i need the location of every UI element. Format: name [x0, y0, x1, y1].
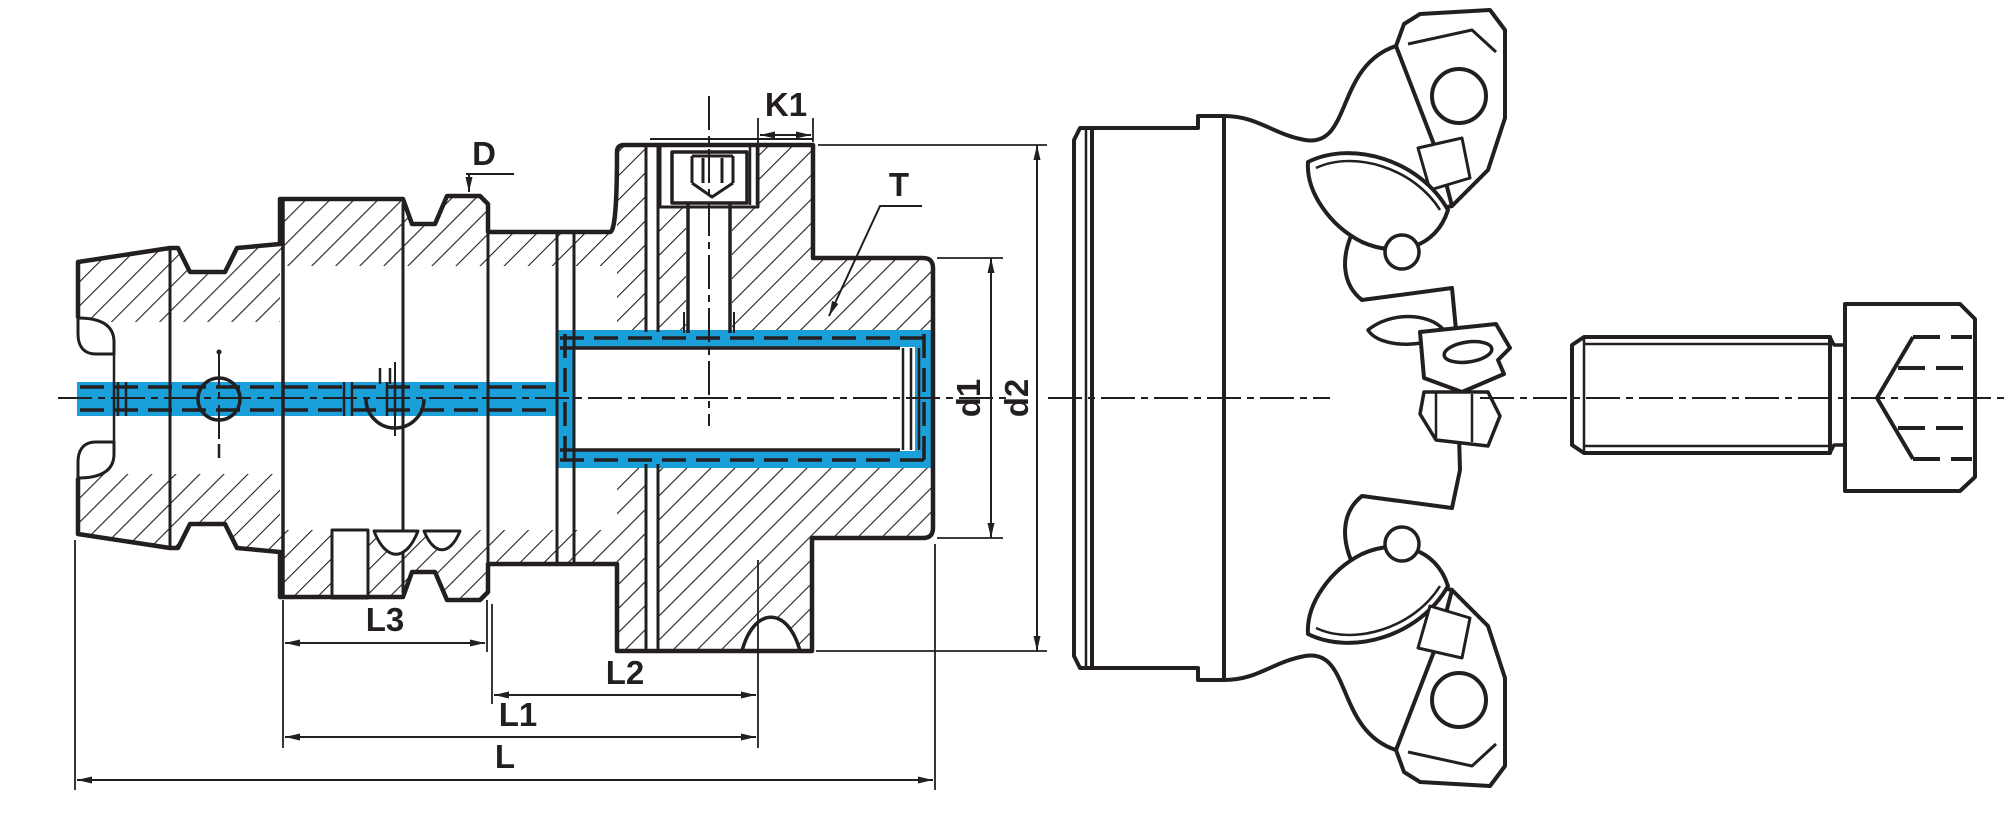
grip-groove-bottom — [76, 440, 116, 480]
dim-label-K1: K1 — [765, 86, 807, 123]
dim-label-D: D — [472, 135, 496, 172]
insert-screw-hole-top — [1430, 67, 1488, 125]
hex-socket-icon — [690, 154, 735, 199]
dim-label-L: L — [495, 738, 515, 775]
dim-label-L2: L2 — [606, 654, 645, 691]
arbor-outline — [75, 142, 936, 654]
insert-screw-hole-bottom — [1430, 671, 1488, 729]
grip-groove-top — [76, 316, 116, 356]
dim-label-T: T — [889, 166, 909, 203]
cutter-body — [1222, 34, 1462, 762]
dim-label-d2: d2 — [998, 379, 1035, 418]
dim-label-d1: d1 — [950, 379, 987, 418]
dim-label-L3: L3 — [366, 601, 405, 638]
dimension-lines — [77, 131, 1041, 784]
cutter-insert-middle — [1366, 314, 1512, 448]
cutter-insert-top — [1394, 8, 1507, 208]
dim-label-L1: L1 — [499, 696, 538, 733]
insert-screw-hole-middle — [1442, 339, 1494, 365]
cutter-gash-lower — [1305, 544, 1450, 645]
extension-lines — [74, 118, 1047, 790]
centre-lines — [58, 96, 2005, 446]
screw-hex-socket-hidden — [1875, 335, 1972, 461]
dimensions: D K1 T d1 d2 L3 L2 L1 L — [74, 86, 1047, 790]
cutter-head-view — [1072, 8, 1512, 788]
cutter-insert-bottom — [1394, 588, 1507, 788]
cutter-gash-upper — [1305, 151, 1450, 252]
screw-shank — [1570, 335, 1832, 455]
coolant-hidden-lines — [80, 334, 928, 464]
